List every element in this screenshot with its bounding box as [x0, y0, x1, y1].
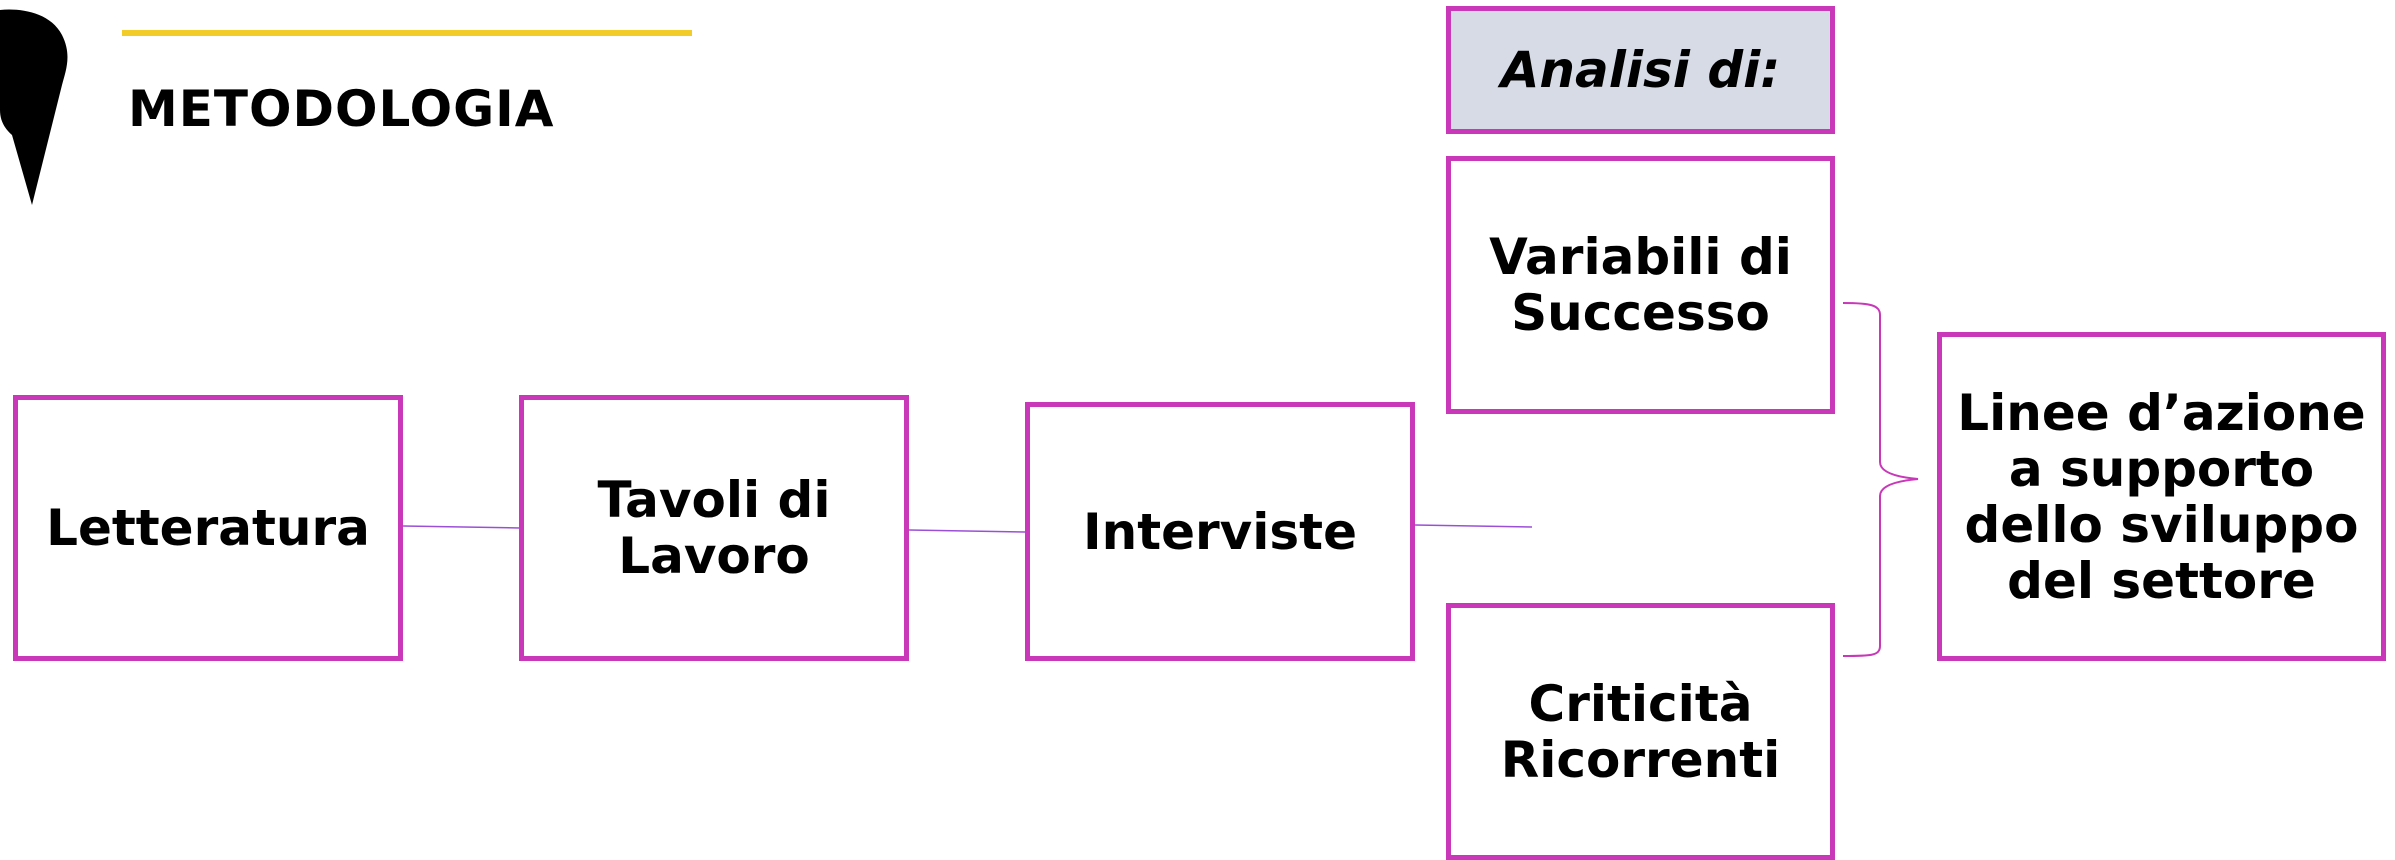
page-title: METODOLOGIA [128, 80, 555, 138]
box-letteratura-label: Letteratura [46, 499, 370, 557]
box-tavoli-di-lavoro: Tavoli di Lavoro [519, 395, 909, 661]
box-letteratura: Letteratura [13, 395, 403, 661]
box-interviste-label: Interviste [1083, 502, 1357, 561]
connector-tavoli-interviste [908, 529, 1026, 533]
box-variabili-label: Variabili di Successo [1489, 228, 1792, 342]
box-criticita-label: Criticità Ricorrenti [1500, 674, 1781, 789]
box-variabili-di-successo: Variabili di Successo [1446, 156, 1835, 414]
connector-interviste-out [1414, 524, 1533, 528]
box-interviste: Interviste [1025, 402, 1415, 661]
bracket-connector [1842, 302, 1919, 657]
box-analisi-label: Analisi di: [1500, 41, 1781, 99]
box-criticita-ricorrenti: Criticità Ricorrenti [1446, 603, 1835, 860]
box-analisi-header: Analisi di: [1446, 6, 1835, 134]
box-tavoli-label: Tavoli di Lavoro [597, 471, 831, 585]
logo-icon [0, 9, 68, 205]
box-linee-label: Linee d’azione a supporto dello sviluppo… [1957, 383, 2366, 610]
title-accent-line [122, 30, 692, 36]
box-linee-dazione: Linee d’azione a supporto dello sviluppo… [1937, 332, 2386, 661]
connector-letteratura-tavoli [402, 525, 521, 529]
